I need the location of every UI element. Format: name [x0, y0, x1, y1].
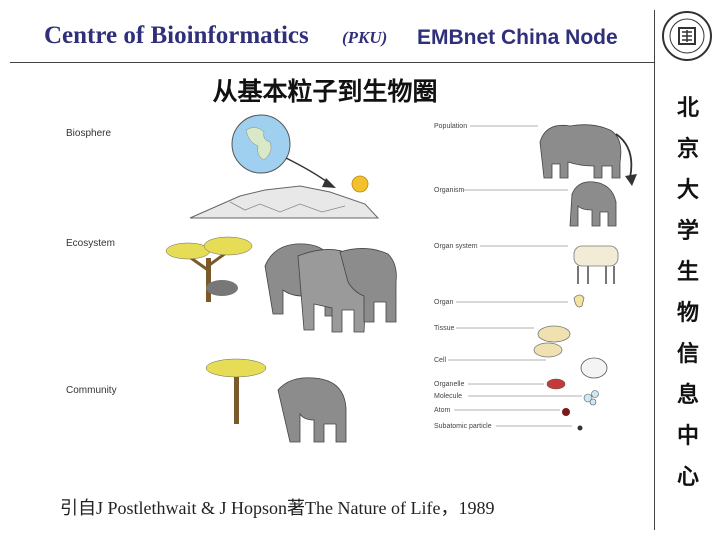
community-elephant-illustration	[277, 377, 347, 443]
level-label-molecule: Molecule	[434, 393, 462, 400]
level-label-biosphere: Biosphere	[66, 128, 111, 139]
pku-seal-logo	[662, 11, 712, 61]
level-label-organism: Organism	[434, 187, 465, 194]
side-char: 大	[676, 177, 699, 203]
side-char: 信	[676, 341, 699, 367]
atom-illustration	[562, 408, 570, 416]
side-char: 北	[676, 95, 699, 121]
level-label-organ-system: Organ system	[434, 243, 478, 250]
organism-elephant-illustration	[569, 181, 617, 227]
earth-arrow	[285, 157, 331, 185]
pku-label: (PKU)	[342, 28, 388, 47]
level-label-ecosystem: Ecosystem	[66, 238, 115, 249]
side-char: 生	[676, 259, 699, 285]
earth-arrow-head	[322, 178, 336, 188]
organ-system-skeleton-illustration	[573, 245, 619, 284]
side-char: 心	[676, 464, 699, 490]
header: Centre of Bioinformatics (PKU) EMBnet Ch…	[0, 0, 720, 64]
side-char: 物	[676, 300, 699, 326]
acacia-tree-illustration	[165, 236, 253, 302]
level-label-organelle: Organelle	[434, 381, 464, 388]
side-char: 京	[676, 136, 699, 162]
level-label-cell: Cell	[434, 357, 447, 364]
side-char: 中	[676, 423, 699, 449]
subatomic-particle-illustration	[577, 425, 583, 431]
level-label-community: Community	[66, 385, 117, 396]
level-label-population: Population	[434, 123, 467, 130]
right-level-labels: Population Organism Organ system Organ T…	[434, 123, 582, 430]
cell-illustration	[580, 357, 608, 379]
population-elephants-illustration	[539, 124, 622, 179]
page-title: 从基本粒子到生物圈	[212, 77, 438, 106]
earth-illustration	[231, 114, 291, 174]
elephant-herd-illustration	[264, 243, 397, 333]
level-label-atom: Atom	[434, 407, 451, 414]
page-title-wrap: 从基本粒子到生物圈	[0, 72, 720, 108]
citation: 引自J Postlethwait & J Hopson著The Nature o…	[60, 498, 495, 518]
organ-bone-illustration	[573, 294, 585, 308]
organelle-illustration	[546, 378, 566, 390]
side-divider	[654, 10, 655, 530]
population-arrow-head	[625, 174, 637, 186]
population-arrow	[615, 133, 633, 179]
sun-illustration	[351, 175, 369, 193]
side-char: 息	[676, 382, 699, 408]
centre-title: Centre of Bioinformatics	[44, 22, 309, 49]
level-label-subatomic-particle: Subatomic particle	[434, 423, 492, 430]
molecule-illustration	[583, 390, 599, 406]
level-label-organ: Organ	[434, 299, 454, 306]
hierarchy-figure: Biosphere Ecosystem Community Population…	[66, 114, 637, 443]
level-label-tissue: Tissue	[434, 325, 454, 332]
tissue-cells-illustration	[533, 325, 571, 358]
rhino-illustration	[206, 280, 238, 296]
side-text-column: 北 京 大 学 生 物 信 息 中 心	[668, 88, 708, 498]
side-char: 学	[676, 218, 699, 244]
mountain-illustration	[189, 185, 380, 219]
community-tree-illustration	[205, 358, 267, 424]
header-divider	[10, 62, 654, 63]
embnet-title: EMBnet China Node	[417, 26, 618, 49]
